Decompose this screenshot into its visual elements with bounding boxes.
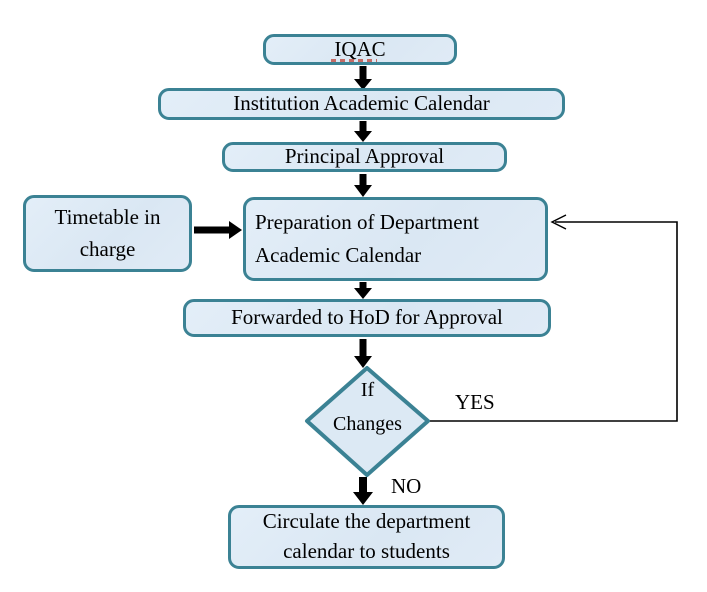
node-principal-label: Principal Approval (284, 144, 445, 169)
no-branch-label: NO (391, 474, 422, 498)
node-timetable-in-charge: Timetable in charge (23, 195, 192, 272)
node-iqac: IQAC (263, 34, 457, 65)
arrow-forwarded-to-decision (354, 339, 372, 368)
node-forwarded-label: Forwarded to HoD for Approval (231, 305, 503, 330)
node-circulate-calendar: Circulate the department calendar to stu… (228, 505, 505, 569)
node-circulate-label: Circulate the department calendar to stu… (262, 509, 471, 563)
node-institution-academic-calendar: Institution Academic Calendar (158, 88, 565, 120)
yes-feedback-connector (425, 214, 678, 422)
node-institution-label: Institution Academic Calendar (233, 91, 490, 116)
node-preparation-department-calendar: Preparation of Department Academic Calen… (243, 197, 548, 281)
decision-diamond (305, 366, 430, 477)
node-iqac-label: IQAC (334, 36, 386, 61)
decision-label-container: If Changes (307, 373, 428, 441)
arrow-decision-to-circulate (353, 477, 373, 505)
node-forwarded-to-hod: Forwarded to HoD for Approval (183, 299, 551, 337)
node-preparation-label: Preparation of Department Academic Calen… (255, 210, 479, 267)
yes-branch-label: YES (455, 390, 495, 414)
arrow-timetable-to-preparation (194, 221, 242, 239)
arrow-institution-to-principal (354, 121, 372, 142)
arrow-principal-to-preparation (354, 174, 372, 197)
arrow-iqac-to-institution (354, 66, 372, 90)
arrow-preparation-to-forwarded (354, 282, 372, 299)
spellcheck-underline (331, 59, 377, 62)
node-timetable-label: Timetable in charge (54, 205, 161, 261)
node-principal-approval: Principal Approval (222, 142, 507, 172)
decision-label: If Changes (333, 379, 402, 435)
